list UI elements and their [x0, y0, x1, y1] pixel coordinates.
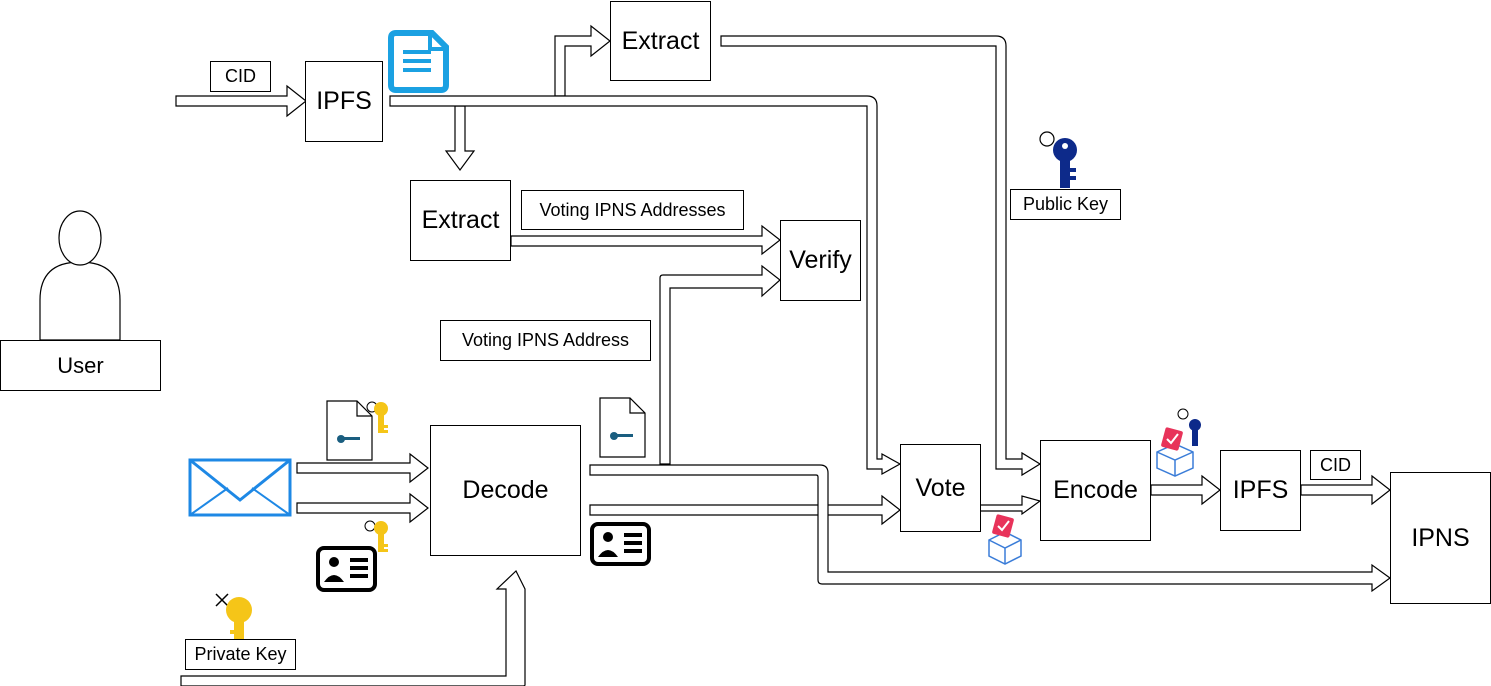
arrow-decode-to-verify	[659, 264, 781, 465]
gold-key-icon	[374, 521, 388, 552]
ipns-box: IPNS	[1390, 472, 1491, 604]
arrow-extract-to-encode	[720, 35, 1042, 477]
user-figure	[39, 210, 121, 341]
private-key-icon	[215, 593, 252, 643]
user-body	[39, 261, 121, 341]
arrow-decode-to-vote	[589, 494, 901, 526]
decode-box: Decode	[430, 425, 581, 556]
ipfs-box-top: IPFS	[305, 61, 383, 142]
connectors	[175, 24, 1392, 686]
arrow-ipfs-to-ipns	[1300, 474, 1391, 506]
arrow-encode-to-ipfs	[1150, 474, 1221, 506]
voting-ipns-address-label: Voting IPNS Address	[440, 320, 651, 361]
arrow-extract-to-verify	[510, 224, 781, 256]
cid-label-top: CID	[210, 61, 271, 92]
vote-box: Vote	[900, 444, 981, 532]
arrow-email-to-decode-2	[296, 492, 429, 524]
extract-box-top: Extract	[610, 1, 711, 81]
cid-label-bottom: CID	[1310, 450, 1361, 480]
email-icon	[188, 458, 292, 517]
ballot-box-icon	[1156, 408, 1201, 477]
document-icon	[388, 30, 449, 93]
ballot-box-icon	[988, 514, 1022, 565]
navy-key-icon	[1039, 131, 1077, 188]
arrow-ipfs-to-extract	[444, 105, 476, 172]
id-card-icon	[590, 522, 651, 566]
private-key-label: Private Key	[185, 639, 296, 670]
arrow-decode-to-ipns	[589, 464, 1392, 593]
arrow-ipfs-to-extract-top	[554, 24, 611, 97]
arrow-ipfs-to-vote	[389, 95, 902, 476]
id-card-icon	[316, 520, 388, 592]
ipfs-box-bottom: IPFS	[1220, 450, 1301, 531]
key-document-icon	[599, 397, 646, 458]
voting-ipns-addresses-label: Voting IPNS Addresses	[521, 190, 744, 230]
extract-box-mid: Extract	[410, 180, 511, 261]
verify-box: Verify	[780, 220, 861, 301]
public-key-label: Public Key	[1010, 189, 1121, 220]
navy-key-icon	[1189, 419, 1201, 446]
arrow-email-to-decode-1	[296, 452, 429, 484]
user-head	[58, 210, 102, 266]
arrow-vote-to-encode	[979, 495, 1042, 516]
key-document-icon	[326, 400, 388, 461]
user-label: User	[0, 340, 161, 391]
encode-box: Encode	[1040, 440, 1151, 541]
cross-icon	[215, 593, 229, 607]
gold-key-icon	[374, 402, 388, 433]
arrow-cid-to-ipfs	[175, 84, 307, 118]
